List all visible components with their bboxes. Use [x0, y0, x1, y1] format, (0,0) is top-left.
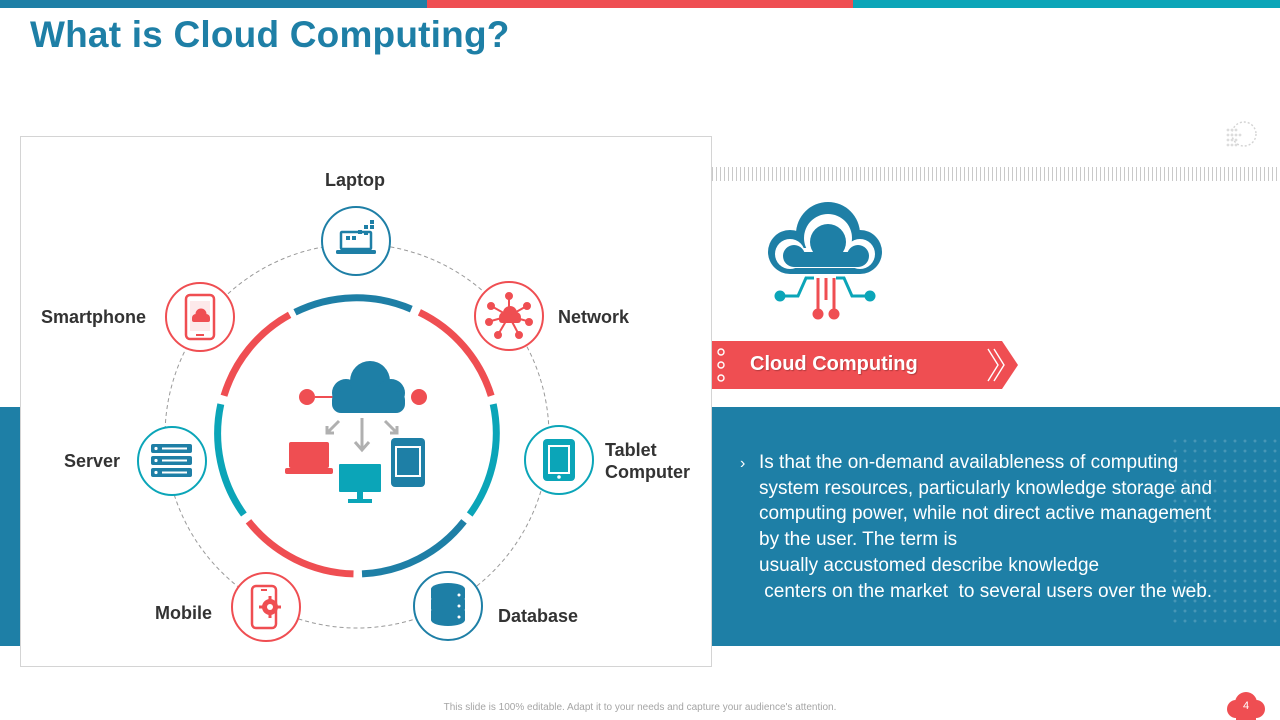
smartphone-icon	[184, 293, 216, 341]
cloud-icon	[1227, 692, 1265, 720]
cloud-circuit-icon	[768, 202, 882, 320]
node-tablet	[524, 425, 594, 495]
label-network: Network	[558, 307, 630, 327]
node-laptop	[321, 206, 391, 276]
label-smartphone: Smartphone	[41, 307, 147, 327]
bullet-chevron-icon: ›	[740, 455, 746, 472]
description-line: computing power, while not direct active…	[759, 503, 1212, 525]
node-mobile	[231, 572, 301, 642]
cloud-devices-icon	[285, 361, 427, 503]
laptop-icon	[336, 220, 376, 254]
footer-note: This slide is 100% editable. Adapt it to…	[443, 702, 837, 713]
label-database: Database	[498, 606, 579, 626]
page-number: 4	[1242, 700, 1250, 712]
node-database	[413, 571, 483, 641]
tick-strip	[712, 167, 1280, 181]
cloud-device-diagram	[137, 206, 594, 642]
description-line: system resources, particularly knowledge…	[759, 477, 1213, 499]
server-icon	[151, 444, 192, 477]
label-mobile: Mobile	[155, 603, 212, 623]
database-icon	[431, 583, 465, 626]
banner-label: Cloud Computing	[750, 353, 918, 375]
dot-pattern	[1170, 436, 1280, 626]
description-line: by the user. The term is	[759, 529, 958, 551]
description-line: usually accustomed describe knowledge	[759, 554, 1100, 576]
description-block: › Is that the on-demand availableness of…	[740, 450, 1270, 604]
page-title: What is Cloud Computing?	[30, 14, 510, 55]
mobile-gear-icon	[250, 584, 281, 630]
description-line: centers on the market to several users o…	[759, 580, 1213, 602]
dotted-circle-icon	[1226, 121, 1257, 147]
label-server: Server	[64, 451, 121, 471]
top-color-bar	[0, 0, 1280, 8]
cloud-computing-banner: Cloud Computing	[712, 341, 1018, 389]
diagram-panel: Laptop Network Tablet Computer Database …	[20, 136, 712, 667]
label-laptop: Laptop	[325, 170, 385, 190]
tablet-icon	[543, 439, 575, 481]
node-smartphone	[165, 282, 235, 352]
node-server	[137, 426, 207, 496]
node-network	[474, 281, 544, 351]
label-tablet-computer: Tablet Computer	[605, 440, 690, 482]
description-line: Is that the on-demand availableness of c…	[759, 452, 1179, 473]
